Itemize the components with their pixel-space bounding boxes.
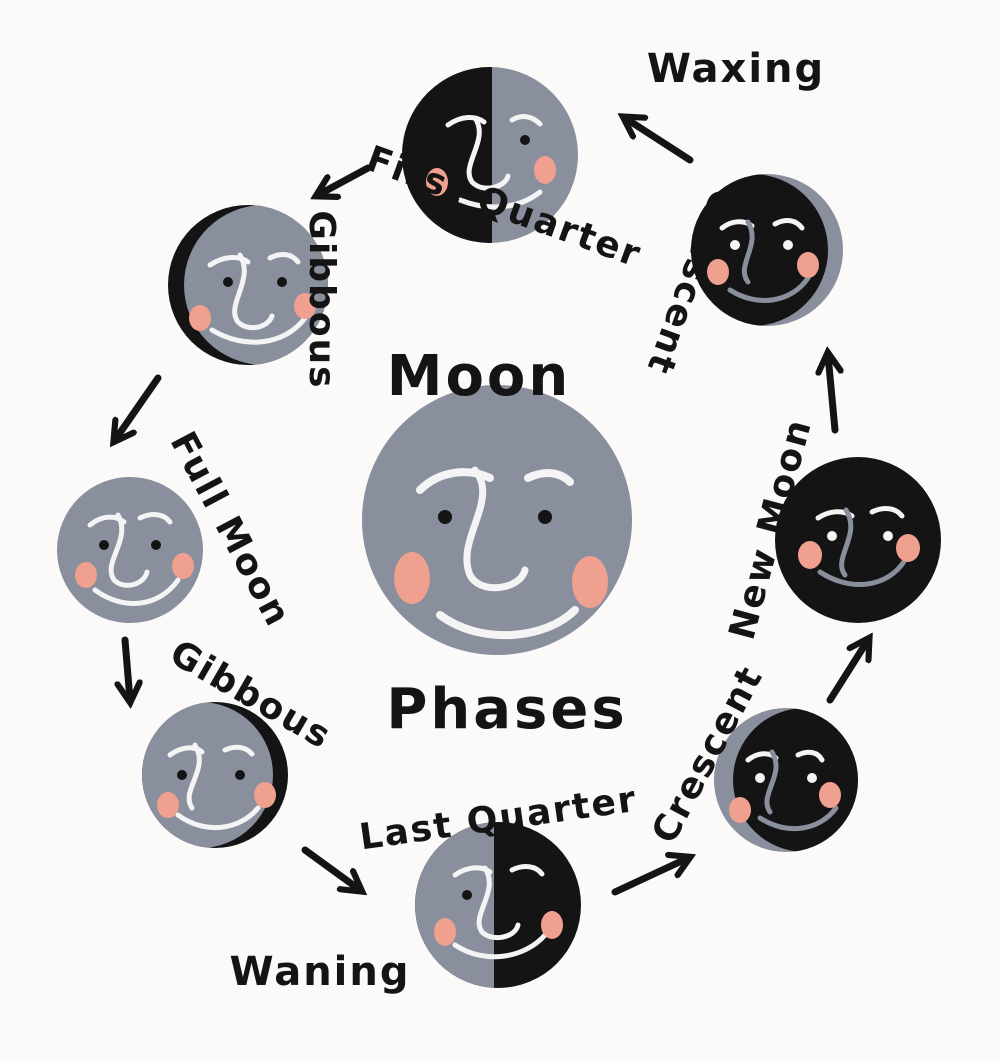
label-waning: Waning [230, 949, 411, 995]
moon-gibbous-lower [142, 702, 288, 848]
arrow-gibbous-to-full-moon [115, 374, 162, 440]
title-moon: Moon [387, 344, 572, 409]
center-moon-cheek-right [572, 556, 608, 608]
arrow-new-moon-to-crescent [828, 355, 835, 434]
arrow-gibbous-to-last-quarter [301, 846, 360, 890]
arrow-first-quarter-to-gibbous [318, 164, 372, 195]
phase-arrows [115, 118, 868, 896]
arrow-crescent-to-new-moon [826, 640, 868, 704]
moon-crescent-upper [691, 174, 843, 326]
moon-full [57, 477, 203, 623]
center-moon-face [416, 466, 579, 640]
arrow-full-moon-to-gibbous [125, 636, 130, 700]
label-gibbous-upper: Gibbous [301, 210, 342, 389]
arrow-crescent-to-first-quarter [625, 118, 694, 164]
center-moon-cheek-left [394, 552, 430, 604]
moon-new [775, 457, 941, 623]
arrow-last-quarter-to-crescent [611, 858, 688, 896]
center-moon [362, 385, 632, 655]
title-phases: Phases [386, 677, 627, 742]
moon-gibbous-upper [168, 205, 328, 365]
center-moon-disc [362, 385, 632, 655]
label-waxing: Waxing [647, 46, 825, 92]
moon-first-quarter [402, 67, 578, 243]
moon-crescent-lower [714, 708, 858, 852]
